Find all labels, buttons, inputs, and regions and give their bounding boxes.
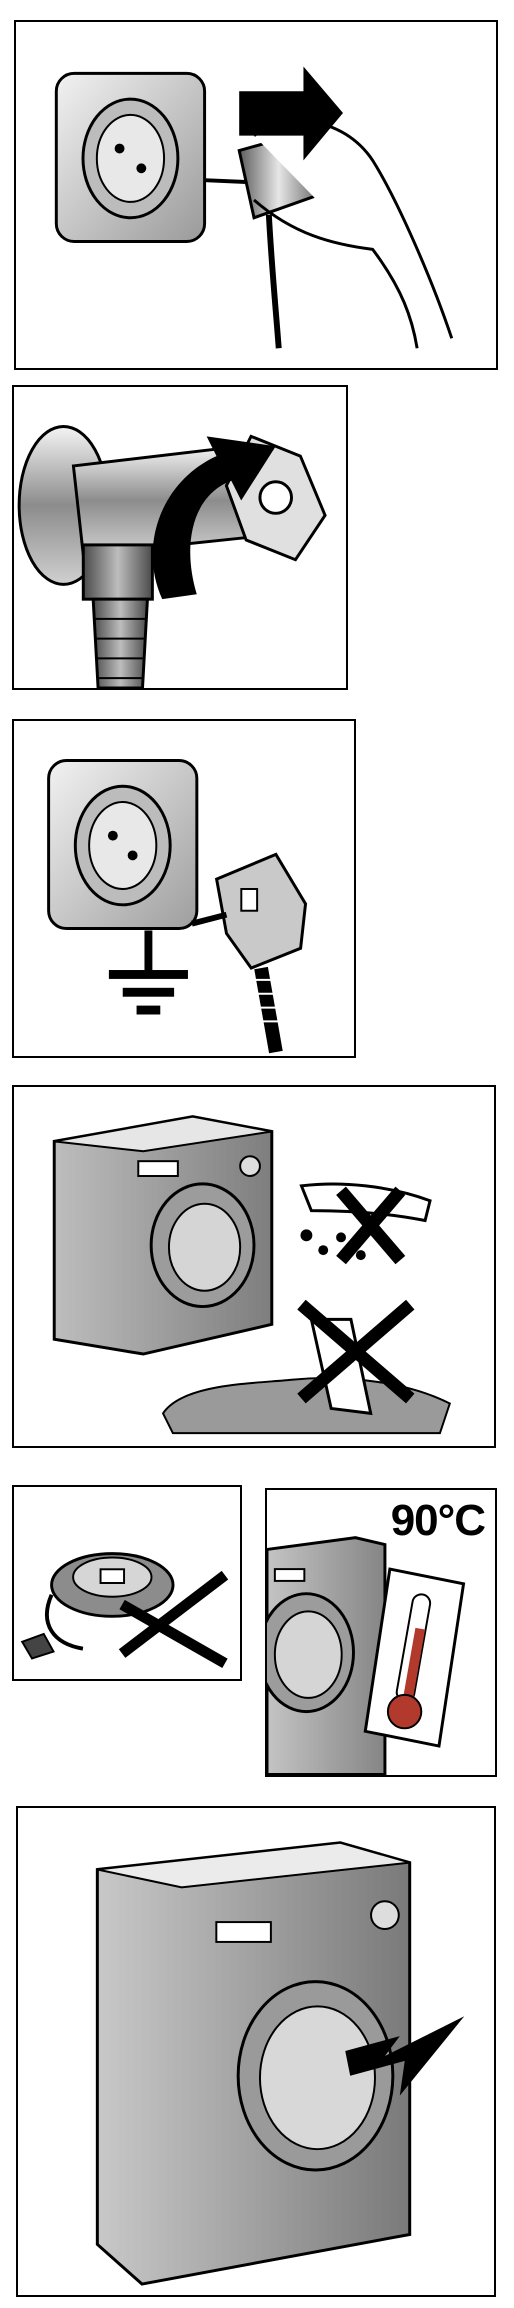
panel-earthed-socket	[12, 719, 356, 1058]
prohibited-cross-icon	[118, 1570, 229, 1669]
prohibited-cross-icon	[297, 1299, 415, 1404]
schuko-plug-icon	[191, 852, 308, 1054]
prohibited-cross-icon	[336, 1186, 406, 1265]
pointer-arrow-icon	[345, 2016, 465, 2096]
earthed-socket-illustration	[47, 759, 308, 1054]
panel-water-tap	[12, 385, 348, 690]
wet-hands-illustration	[52, 1115, 452, 1435]
hot-door-illustration	[267, 1536, 466, 1775]
panel-unplug	[14, 20, 498, 370]
panel-wet-hands	[12, 1085, 496, 1448]
detergent-drawer-icon	[215, 1921, 272, 1943]
pull-arrow-icon	[239, 66, 343, 161]
earth-symbol-icon	[108, 930, 188, 1015]
panel-extension-cable	[12, 1485, 242, 1681]
water-puddle-icon	[161, 1377, 452, 1435]
rotate-arrow-icon	[152, 436, 276, 600]
thermometer-icon	[363, 1567, 466, 1748]
door-glass-icon	[258, 2005, 376, 2151]
temperature-label: 90°C	[390, 1496, 486, 1545]
hose-icon	[91, 597, 149, 688]
door-glass-illustration	[95, 1841, 465, 2286]
panel-door-glass	[16, 1806, 496, 2297]
extension-reel-illustration	[20, 1552, 229, 1669]
unplug-illustration	[54, 66, 454, 349]
panel-hot-door: 90°C	[265, 1488, 497, 1777]
plug-icon	[20, 1632, 55, 1660]
water-tap-illustration	[17, 424, 327, 688]
